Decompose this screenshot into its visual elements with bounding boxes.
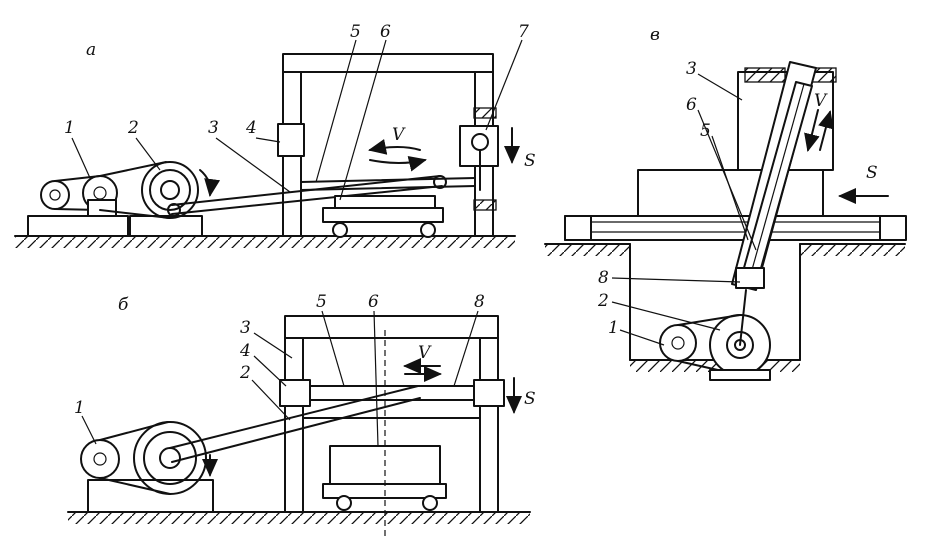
pulley-1-b (80, 439, 120, 479)
label-v-3: 3 (686, 59, 697, 79)
feed-label-b: S (524, 389, 536, 409)
label-a-4: 4 (245, 118, 257, 138)
guide-7-a (459, 125, 499, 167)
label-b-2: 2 (239, 363, 251, 383)
velocity-arrows-a (368, 139, 427, 172)
workpiece-6-b (322, 330, 447, 540)
caption-b: б (118, 295, 129, 315)
feed-label-a: S (524, 151, 536, 171)
label-v-8: 8 (598, 268, 609, 288)
feed-label-v: S (866, 163, 878, 183)
table-v (564, 215, 907, 241)
figure-v: в 3 6 5 8 2 1 V S (544, 25, 907, 381)
caption-a: а (86, 40, 96, 60)
label-b-1: 1 (74, 398, 85, 418)
figure-a: а 1 2 3 4 5 6 7 V S (14, 22, 536, 248)
label-a-1: 1 (64, 118, 75, 138)
guide-4-a (277, 123, 305, 157)
label-v-1: 1 (608, 318, 619, 338)
velocity-label-b: V (418, 343, 432, 363)
guide-8-b (473, 379, 505, 407)
pit-v (544, 243, 906, 372)
label-b-3: 3 (240, 318, 251, 338)
frame-a (277, 53, 499, 237)
label-a-2: 2 (127, 118, 139, 138)
label-b-4: 4 (239, 341, 251, 361)
label-b-5: 5 (316, 292, 327, 312)
figure-b: б 1 2 3 4 5 6 8 V S (67, 292, 536, 540)
velocity-label-v: V (814, 91, 828, 111)
label-a-7: 7 (518, 22, 529, 42)
label-a-6: 6 (380, 22, 391, 42)
label-a-5: 5 (350, 22, 361, 42)
label-b-6: 6 (368, 292, 379, 312)
caption-v: в (650, 25, 660, 45)
label-b-8: 8 (474, 292, 485, 312)
pulley-base-a (129, 215, 203, 237)
ground-a (14, 235, 516, 248)
velocity-label-a: V (392, 125, 406, 145)
label-v-6: 6 (686, 95, 697, 115)
frame-b (279, 315, 505, 513)
workpiece-v (637, 169, 824, 217)
motor-1-v (659, 314, 771, 381)
label-v-2: 2 (597, 291, 609, 311)
velocity-arrows-v (804, 109, 834, 152)
motor-base-a (27, 215, 129, 237)
flywheel-2-v (709, 289, 771, 376)
label-v-5: 5 (700, 121, 711, 141)
ground-b (67, 511, 531, 524)
velocity-arrows-b (403, 358, 442, 382)
label-a-3: 3 (208, 118, 219, 138)
cart-6-a (322, 195, 444, 238)
saw-arm-v (731, 61, 817, 291)
